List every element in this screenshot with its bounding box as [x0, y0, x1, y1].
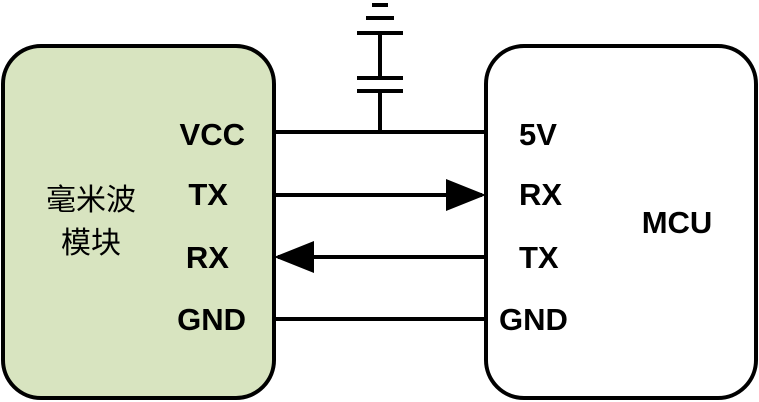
mcu-pin-5v: 5V	[519, 117, 557, 152]
mcu-box	[484, 44, 758, 400]
module-pin-gnd: GND	[177, 302, 246, 337]
module-pin-rx: RX	[186, 240, 229, 275]
module-pin-tx: TX	[188, 177, 228, 212]
module-name-line1: 毫米波	[46, 183, 136, 218]
module-pin-vcc: VCC	[180, 117, 245, 152]
module-box	[1, 44, 276, 400]
module-name-line2: 模块	[61, 226, 121, 261]
mcu-pin-tx: TX	[519, 240, 559, 275]
mcu-pin-gnd: GND	[499, 302, 568, 337]
mcu-name: MCU	[642, 205, 713, 240]
mcu-pin-rx: RX	[519, 177, 562, 212]
capacitor-ground-symbol	[357, 3, 403, 132]
